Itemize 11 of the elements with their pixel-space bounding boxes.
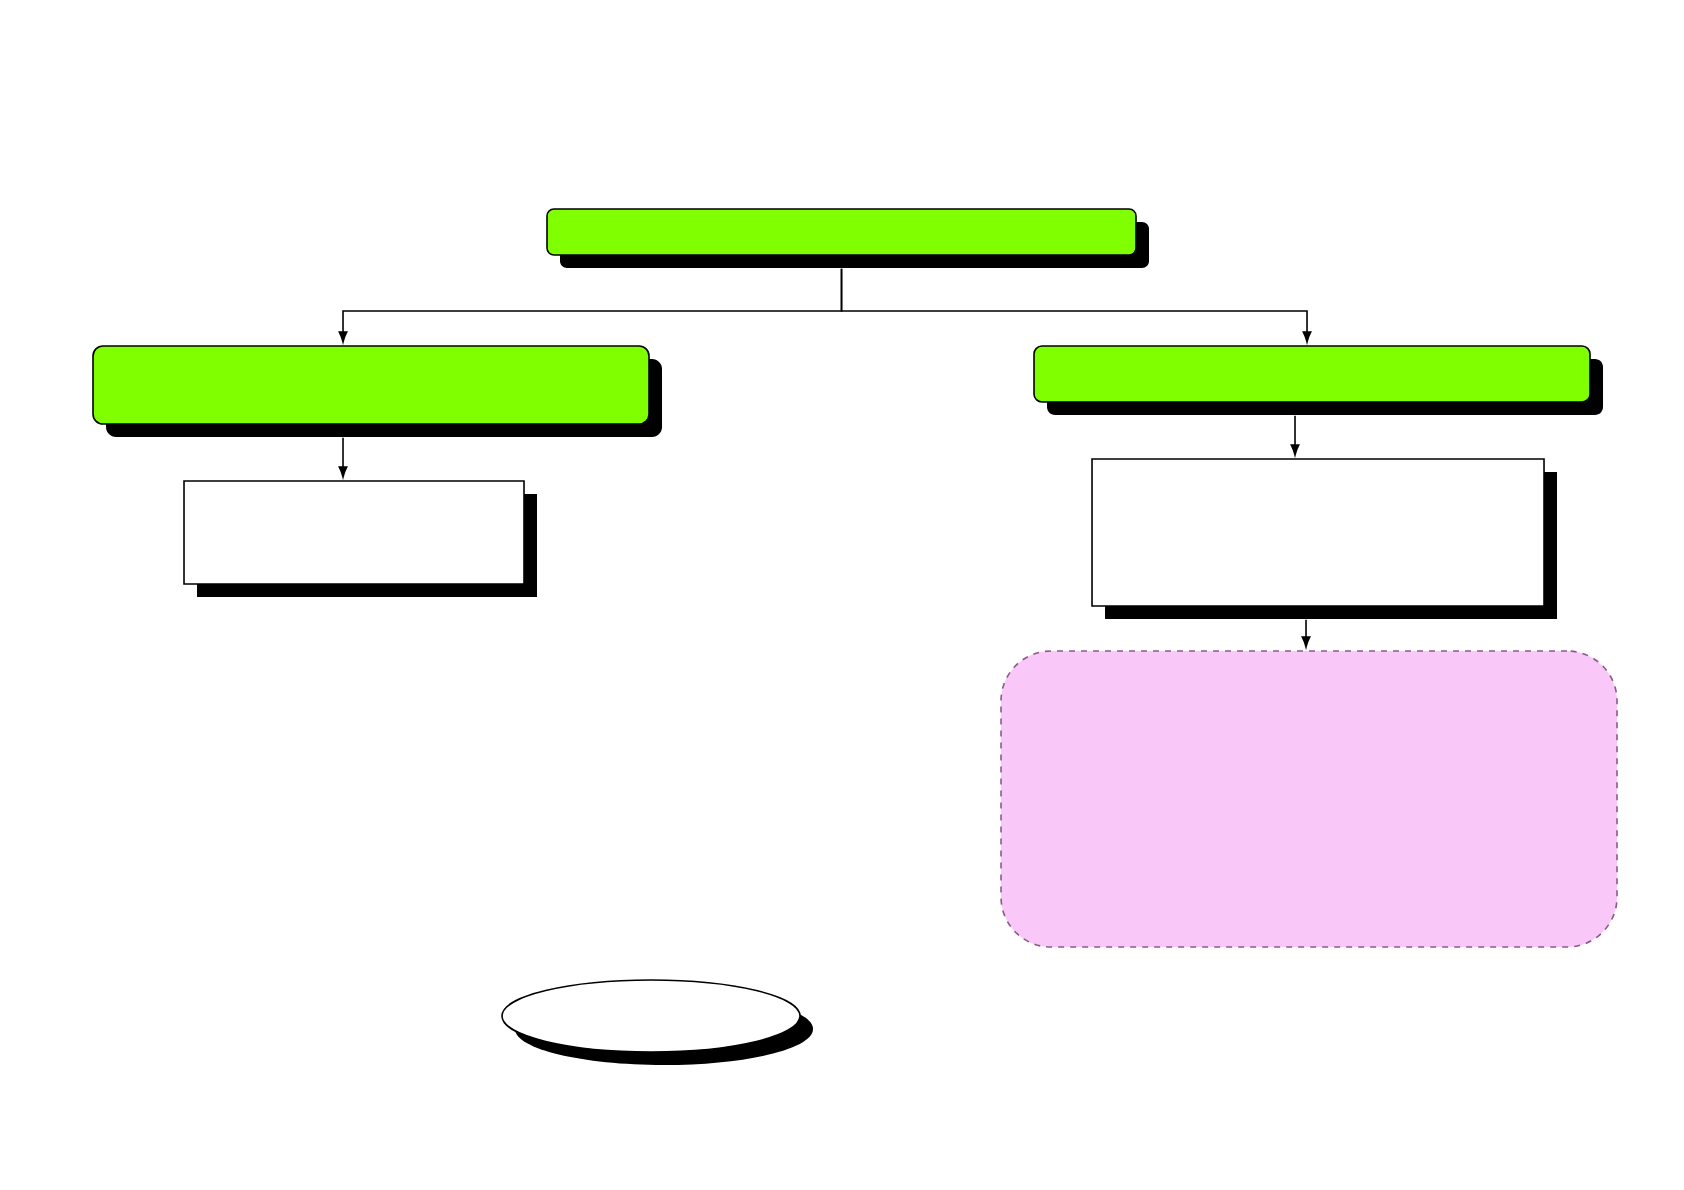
process-box	[183, 480, 537, 597]
arrow	[338, 437, 348, 478]
arrow	[840, 268, 1312, 343]
process-box	[1091, 458, 1557, 619]
arrow	[1301, 619, 1311, 648]
process-box	[1033, 345, 1603, 415]
arrow	[1290, 415, 1300, 456]
rounded-panel	[1000, 650, 1618, 948]
process-box	[92, 345, 662, 437]
ellipse-shape	[501, 979, 813, 1065]
process-box	[546, 208, 1149, 268]
